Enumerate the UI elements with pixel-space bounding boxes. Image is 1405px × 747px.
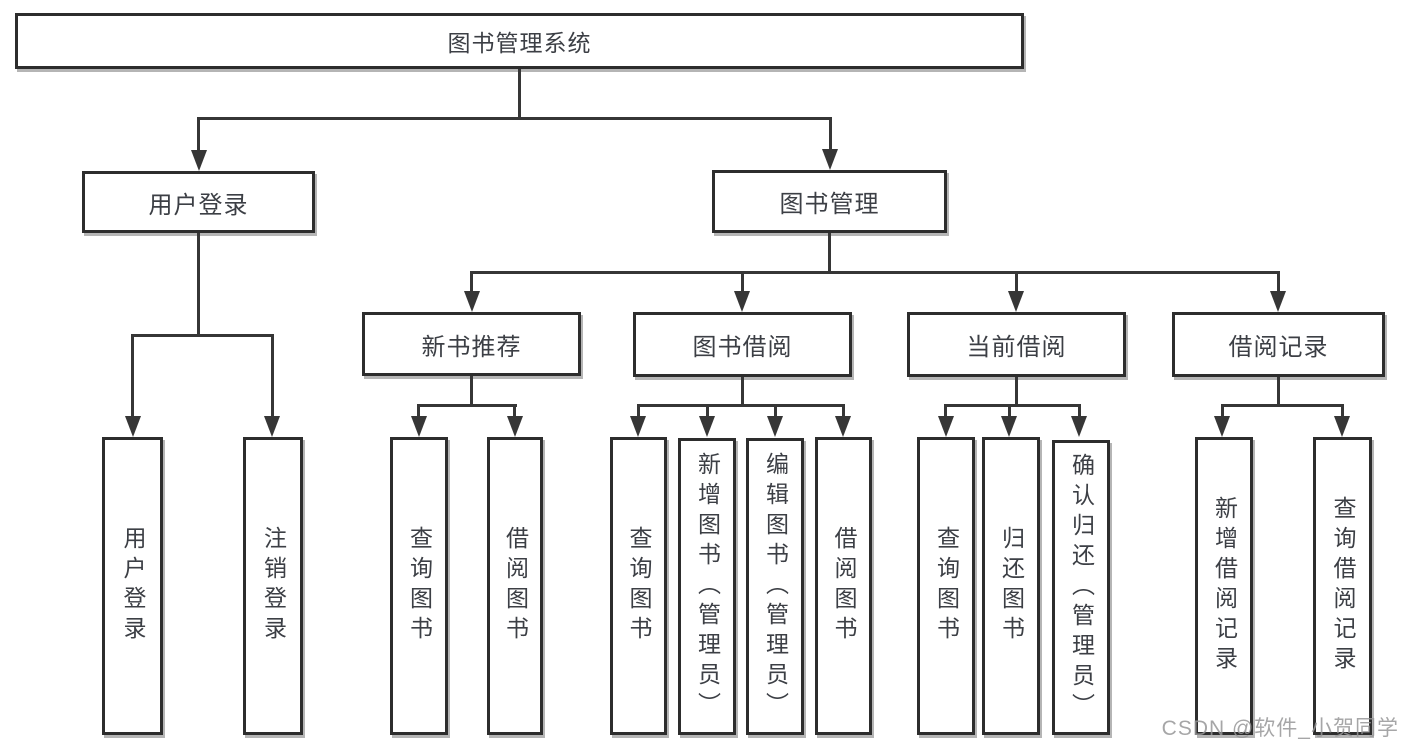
node-leaf-current-return-books-label: 归还图书: [998, 526, 1025, 646]
node-book-borrowing-label: 图书借阅: [692, 334, 793, 361]
connector-line: [774, 404, 777, 420]
connector-line: [1015, 377, 1018, 407]
arrow-down-icon: [734, 291, 750, 312]
node-borrowing-records: 借阅记录: [1172, 312, 1385, 377]
arrow-down-icon: [507, 416, 523, 437]
node-leaf-logout-login: 注销登录: [243, 437, 303, 735]
arrow-down-icon: [1071, 416, 1087, 437]
node-borrowing-records-label: 借阅记录: [1228, 334, 1329, 361]
connector-line: [197, 117, 200, 152]
node-leaf-records-add-record: 新增借阅记录: [1195, 437, 1253, 735]
node-leaf-borrow-borrow-books-label: 借阅图书: [831, 526, 857, 646]
node-leaf-recommend-borrow-books: 借阅图书: [487, 437, 543, 735]
connector-line: [1341, 404, 1344, 420]
connector-line: [1221, 404, 1224, 420]
connector-line: [518, 69, 521, 120]
connector-line: [637, 404, 845, 407]
node-leaf-borrow-add-books-admin-label: 新增图书（管理员）: [694, 451, 721, 722]
connector-line: [828, 233, 831, 274]
node-leaf-current-query-books: 查询图书: [917, 437, 975, 735]
arrow-down-icon: [835, 416, 851, 437]
connector-line: [1221, 404, 1343, 407]
arrow-down-icon: [125, 416, 141, 437]
arrow-down-icon: [822, 149, 838, 170]
connector-line: [1008, 404, 1011, 420]
node-leaf-borrow-borrow-books: 借阅图书: [815, 437, 872, 735]
connector-line: [470, 376, 473, 407]
connector-line: [1277, 271, 1280, 295]
node-leaf-current-query-books-label: 查询图书: [933, 526, 960, 646]
node-leaf-user-login: 用户登录: [102, 437, 163, 735]
node-book-borrowing: 图书借阅: [633, 312, 852, 377]
connector-line: [470, 271, 1279, 274]
connector-line: [944, 404, 947, 420]
node-leaf-borrow-add-books-admin: 新增图书（管理员）: [678, 438, 736, 735]
node-leaf-current-confirm-return-admin-label: 确认归还（管理员）: [1068, 452, 1095, 723]
arrow-down-icon: [1334, 416, 1350, 437]
node-library-management-system-label: 图书管理系统: [447, 30, 592, 56]
node-book-management: 图书管理: [712, 170, 947, 233]
node-leaf-user-login-label: 用户登录: [120, 526, 146, 646]
node-new-book-recommendation-label: 新书推荐: [421, 333, 522, 361]
arrow-down-icon: [464, 291, 480, 312]
arrow-down-icon: [699, 416, 715, 437]
connector-line: [417, 404, 420, 420]
connector-line: [197, 117, 831, 120]
arrow-down-icon: [1270, 291, 1286, 312]
connector-line: [945, 404, 1081, 407]
node-current-borrowing: 当前借阅: [907, 312, 1126, 377]
node-book-management-label: 图书管理: [779, 191, 880, 218]
node-leaf-records-query-record-label: 查询借阅记录: [1330, 496, 1356, 676]
node-current-borrowing-label: 当前借阅: [966, 334, 1067, 361]
node-leaf-current-confirm-return-admin: 确认归还（管理员）: [1052, 440, 1110, 735]
node-leaf-current-return-books: 归还图书: [982, 437, 1040, 735]
node-leaf-borrow-edit-books-admin: 编辑图书（管理员）: [746, 438, 804, 735]
node-leaf-records-add-record-label: 新增借阅记录: [1211, 496, 1238, 676]
node-leaf-recommend-borrow-books-label: 借阅图书: [502, 526, 529, 646]
node-leaf-recommend-query-books-label: 查询图书: [406, 526, 433, 646]
connector-line: [513, 404, 516, 420]
arrow-down-icon: [630, 416, 646, 437]
node-library-management-system: 图书管理系统: [15, 13, 1024, 69]
arrow-down-icon: [264, 416, 280, 437]
connector-line: [637, 404, 640, 420]
connector-line: [842, 404, 845, 420]
node-leaf-records-query-record: 查询借阅记录: [1313, 437, 1372, 735]
connector-line: [706, 404, 709, 420]
node-leaf-borrow-edit-books-admin-label: 编辑图书（管理员）: [762, 451, 789, 722]
connector-line: [741, 271, 744, 295]
node-leaf-borrow-query-books: 查询图书: [610, 437, 667, 735]
node-new-book-recommendation: 新书推荐: [362, 312, 581, 376]
node-user-login: 用户登录: [82, 171, 315, 233]
arrow-down-icon: [767, 416, 783, 437]
arrow-down-icon: [1001, 416, 1017, 437]
arrow-down-icon: [938, 416, 954, 437]
connector-line: [829, 117, 832, 152]
connector-line: [418, 404, 517, 407]
connector-line: [131, 334, 134, 420]
node-leaf-logout-login-label: 注销登录: [260, 526, 287, 646]
connector-line: [1015, 271, 1018, 295]
arrow-down-icon: [1214, 416, 1230, 437]
connector-line: [197, 233, 200, 336]
connector-line: [470, 271, 473, 295]
connector-line: [741, 377, 744, 407]
arrow-down-icon: [191, 150, 207, 171]
connector-line: [1078, 404, 1081, 420]
node-leaf-recommend-query-books: 查询图书: [390, 437, 448, 735]
arrow-down-icon: [411, 416, 427, 437]
csdn-watermark: CSDN @软件_小贺同学: [1161, 717, 1399, 740]
arrow-down-icon: [1008, 291, 1024, 312]
connector-line: [1277, 377, 1280, 407]
connector-line: [132, 334, 274, 337]
node-user-login-label: 用户登录: [148, 191, 249, 219]
node-leaf-borrow-query-books-label: 查询图书: [626, 526, 652, 646]
connector-line: [271, 334, 274, 420]
